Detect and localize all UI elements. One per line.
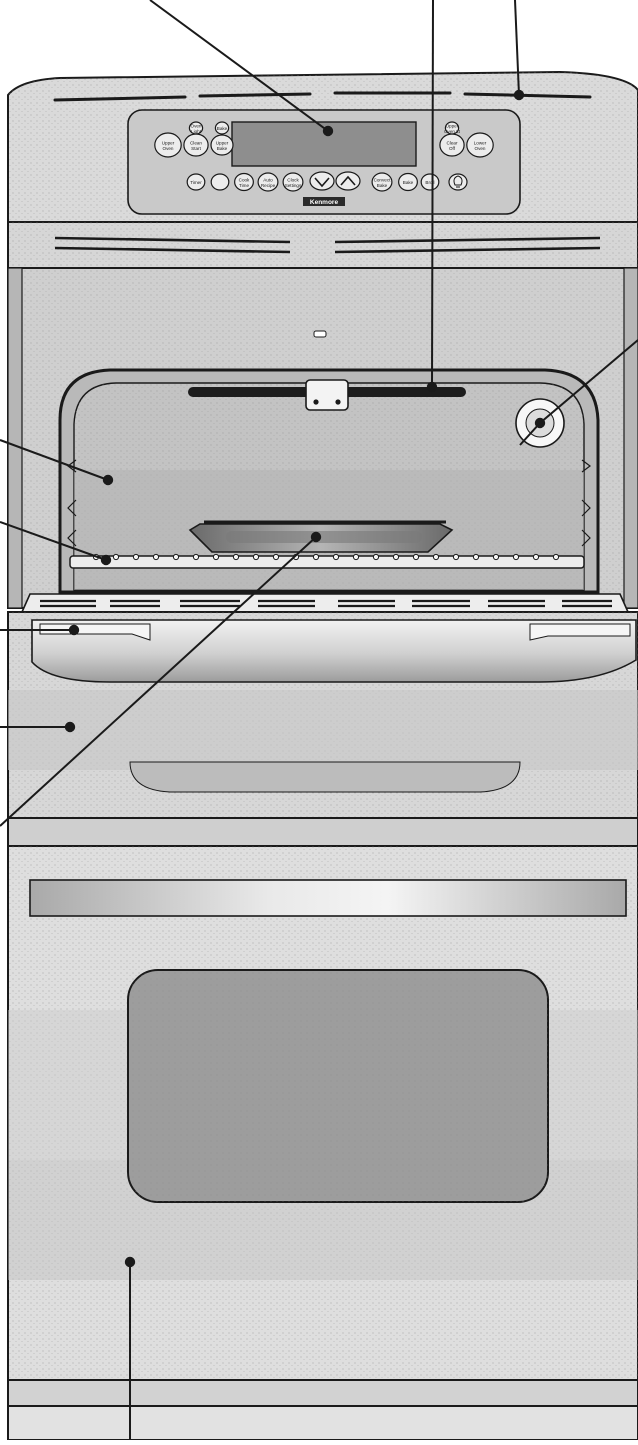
rack-wire: [113, 554, 118, 559]
kick-plate: [8, 1380, 638, 1440]
panel-button-bottom-0[interactable]: Timer: [187, 174, 205, 190]
panel-button-left-1-label: Clean: [190, 140, 202, 145]
rack-wire: [313, 554, 318, 559]
rack-wire: [393, 554, 398, 559]
rack-wire: [353, 554, 358, 559]
lower-oven-door: [8, 846, 638, 1406]
callout-dot: [66, 723, 74, 731]
panel-button-left-small-1[interactable]: Bake: [215, 122, 228, 134]
callout-dot: [428, 383, 436, 391]
upper-oven-latch: [306, 380, 348, 410]
panel-button-bottom-4-label: Clock: [287, 177, 299, 182]
panel-button-left-2-label: Bake: [217, 146, 228, 151]
callout-dot: [312, 533, 320, 541]
rack-wire: [453, 554, 458, 559]
panel-button-left-0-label: Oven: [163, 146, 174, 151]
callout-dot: [104, 476, 112, 484]
panel-button-right-bottom-1[interactable]: Bake: [399, 174, 418, 191]
panel-button-bottom-2-label: Time: [239, 183, 249, 188]
callout-dot: [324, 127, 332, 135]
light-button[interactable]: [449, 174, 467, 190]
rack-wire: [153, 554, 158, 559]
panel-button-bottom-2-label: Cook: [239, 177, 250, 182]
panel-button-right-bottom-0-label: Convect: [374, 177, 392, 182]
up-arrow-button[interactable]: [336, 172, 360, 190]
rack-wire: [273, 554, 278, 559]
panel-button-right-0-label: Clear: [447, 140, 458, 145]
rack-wire: [333, 554, 338, 559]
callout-dot: [102, 556, 110, 564]
rack-wire: [413, 554, 418, 559]
rack-wire: [173, 554, 178, 559]
rack-wire: [253, 554, 258, 559]
panel-button-left-2-label: Upper: [216, 140, 229, 145]
callout-dot: [536, 419, 544, 427]
down-arrow-button[interactable]: [310, 172, 334, 190]
rack-wire: [533, 554, 538, 559]
rack-wire: [493, 554, 498, 559]
panel-button-right-small-0-label: Upper: [446, 123, 459, 128]
rack-wire: [213, 554, 218, 559]
panel-button-right-bottom-1-label: Bake: [403, 180, 414, 185]
rack-wire: [433, 554, 438, 559]
oven-rack: [70, 554, 584, 568]
control-section: UpperOvenCleanStartUpperBakeOvenLightBak…: [8, 72, 638, 232]
panel-button-left-1-label: Start: [191, 146, 201, 151]
rack-wire: [553, 554, 558, 559]
panel-button-bottom-3-label: Auto: [263, 177, 273, 182]
trim-band: [8, 222, 638, 268]
rack-wire: [233, 554, 238, 559]
panel-button-right-bottom-2[interactable]: Broil: [421, 174, 439, 190]
panel-button-left-small-0-label: Oven: [191, 123, 202, 128]
rack-wire: [473, 554, 478, 559]
panel-button-right-small-0-label: Oven Lt: [444, 129, 461, 134]
rack-wire: [513, 554, 518, 559]
panel-button-left-0-label: Upper: [162, 140, 175, 145]
callout-dot: [70, 626, 78, 634]
lower-door-handle: [30, 880, 626, 916]
oven-divider: [8, 818, 638, 846]
panel-button-bottom-0-label: Timer: [190, 180, 202, 185]
panel-button-bottom-1[interactable]: [211, 174, 229, 190]
brand-logo: Kenmore: [303, 197, 345, 206]
panel-button-right-1-label: Lower: [474, 140, 487, 145]
panel-button-right-0-label: Off: [449, 146, 456, 151]
rack-wire: [373, 554, 378, 559]
callout-dot: [126, 1258, 134, 1266]
panel-button-right-bottom-0-label: Bake: [377, 183, 388, 188]
panel-button-right-1-label: Oven: [475, 146, 486, 151]
panel-button-bottom-3-label: Recipe: [261, 183, 276, 188]
callout-dot: [515, 91, 523, 99]
upper-oven-door: [8, 594, 638, 818]
panel-button-left-small-0-label: Light: [191, 129, 202, 134]
brand-logo-text: Kenmore: [310, 199, 339, 206]
rack-wire: [193, 554, 198, 559]
panel-button-left-small-1-label: Bake: [217, 126, 228, 131]
rack-wire: [133, 554, 138, 559]
panel-button-bottom-4-label: Settings: [285, 183, 302, 188]
